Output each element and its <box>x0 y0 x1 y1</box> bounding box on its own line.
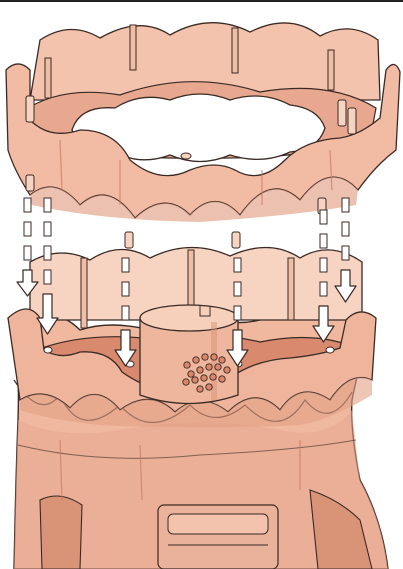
dashed-alignment-guide <box>122 258 129 320</box>
upper-tier-ring <box>6 23 400 248</box>
dashed-alignment-guide <box>44 198 51 284</box>
dashed-alignment-guide <box>342 198 349 260</box>
dashed-alignment-guide <box>24 198 31 260</box>
side-pocket-left <box>40 496 82 569</box>
central-water-tube <box>140 305 238 404</box>
dashed-alignment-guide <box>234 258 241 320</box>
